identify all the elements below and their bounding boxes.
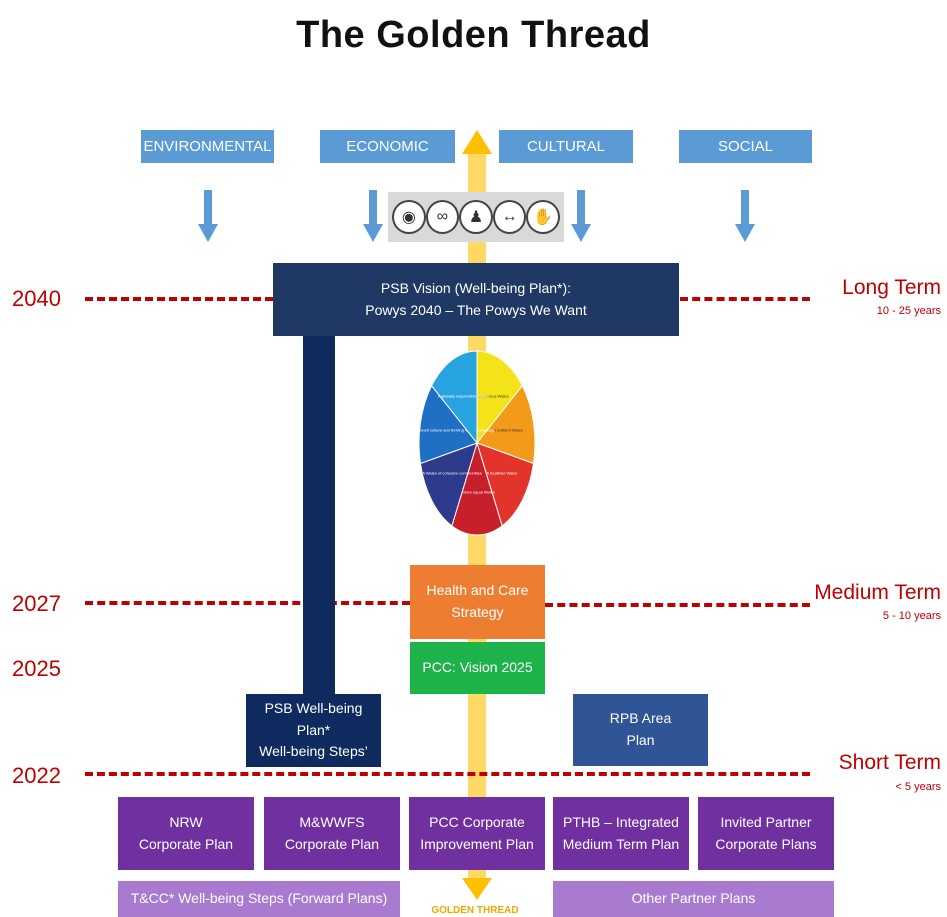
term-range: 5 - 10 years bbox=[882, 610, 941, 622]
year-label: 2025 bbox=[12, 656, 61, 681]
term-label: Long Term bbox=[842, 276, 941, 299]
wheel-segment-label: A healthier Wales bbox=[486, 471, 517, 476]
pcc-vision-2025-box: PCC: Vision 2025 bbox=[410, 642, 545, 694]
arrow-down-icon bbox=[735, 190, 755, 242]
wheel-segment bbox=[476, 350, 523, 445]
term-label: Short Term bbox=[838, 751, 941, 774]
plan-line1: NRW bbox=[169, 813, 203, 830]
plan-line2: Medium Term Plan bbox=[562, 835, 680, 852]
invited-partner-plans-box: Invited Partner Corporate Plans bbox=[698, 797, 834, 870]
timeline-line-2040-right bbox=[680, 297, 810, 301]
timeline-line-2022 bbox=[85, 772, 810, 776]
chain-link-icon: ∞ bbox=[425, 200, 460, 234]
term-range: 10 - 25 years bbox=[876, 305, 941, 317]
other-partner-plans-box: Other Partner Plans bbox=[553, 881, 834, 917]
vision-line1: PSB Vision (Well-being Plan*): bbox=[380, 279, 572, 296]
golden-thread-label: GOLDEN THREAD bbox=[431, 905, 519, 916]
pcc-corporate-plan-box: PCC Corporate Improvement Plan bbox=[409, 797, 545, 870]
wheel-segment bbox=[431, 350, 478, 445]
wheel-segment-label: A Wales of vibrant culture and thriving … bbox=[417, 428, 496, 433]
psb-connector-bar bbox=[303, 336, 335, 694]
term-label: Medium Term bbox=[814, 581, 941, 604]
pillar-environmental: ENVIRONMENTAL bbox=[141, 130, 274, 163]
plan-line1: PTHB – Integrated bbox=[563, 813, 679, 830]
year-label: 2040 bbox=[12, 286, 61, 311]
psb-vision-box: PSB Vision (Well-being Plan*): Powys 204… bbox=[273, 263, 679, 336]
year-label: 2022 bbox=[12, 763, 61, 788]
well-being-goals-wheel: A prosperous Wales A resilient Wales A hea… bbox=[417, 350, 536, 536]
golden-thread-arrow-up bbox=[462, 130, 492, 154]
rpb-line1: RPB Area bbox=[609, 710, 672, 727]
wheel-segment bbox=[418, 384, 478, 465]
handshake-icon: ↔ bbox=[492, 200, 527, 234]
health-care-strategy-box: Health and Care Strategy bbox=[410, 565, 545, 639]
health-care-line2: Strategy bbox=[451, 604, 504, 620]
pillar-social: SOCIAL bbox=[679, 130, 812, 163]
wheel-segment bbox=[451, 441, 503, 536]
vision-line2: Powys 2040 – The Powys We Want bbox=[365, 301, 587, 318]
arrow-down-icon bbox=[363, 190, 383, 242]
wheel-segment-label: A globally responsible Wales bbox=[438, 393, 489, 398]
timeline-line-2027-right bbox=[545, 603, 810, 607]
pillar-economic: ECONOMIC bbox=[320, 130, 455, 163]
rpb-area-plan-box: RPB Area Plan bbox=[573, 694, 708, 766]
golden-thread-arrow-down bbox=[462, 878, 492, 900]
nrw-corporate-plan-box: NRW Corporate Plan bbox=[118, 797, 254, 870]
wheel-segment-label: A more equal Wales bbox=[459, 490, 495, 495]
plan-line1: Invited Partner bbox=[720, 813, 812, 830]
tcc-wellbeing-steps-box: T&CC* Well-being Steps (Forward Plans) bbox=[118, 881, 400, 917]
plan-line2: Corporate Plan bbox=[138, 835, 234, 852]
plan-line1: M&WWFS bbox=[299, 813, 365, 830]
wheel-segment-label: A resilient Wales bbox=[493, 428, 522, 433]
wheel-segment-label: A Wales of cohesive communities bbox=[422, 471, 481, 476]
pillar-cultural: CULTURAL bbox=[499, 130, 633, 163]
timeline-line-2027-left bbox=[85, 601, 410, 605]
people-icon: ♟ bbox=[459, 200, 493, 234]
hand-icon: ✋ bbox=[526, 200, 560, 234]
wheel-segment-label: A prosperous Wales bbox=[473, 393, 509, 398]
plan-line2: Improvement Plan bbox=[420, 835, 534, 852]
year-label: 2027 bbox=[12, 591, 61, 616]
rpb-line2: Plan bbox=[626, 732, 655, 748]
psb-plan-line1: PSB Well-being Plan* bbox=[264, 699, 363, 738]
binoculars-icon: ◉ bbox=[392, 200, 426, 234]
psb-plan-line2: Well-being Steps’ bbox=[259, 743, 368, 760]
plan-line1: PCC Corporate bbox=[429, 813, 525, 830]
wheel-segment bbox=[476, 442, 535, 527]
timeline-line-2040-left bbox=[85, 297, 273, 301]
wheel-segment bbox=[419, 442, 478, 527]
health-care-line1: Health and Care bbox=[426, 582, 529, 599]
term-range: < 5 years bbox=[895, 781, 941, 793]
mwwfs-corporate-plan-box: M&WWFS Corporate Plan bbox=[264, 797, 400, 870]
plan-line2: Corporate Plans bbox=[715, 835, 817, 852]
arrow-down-icon bbox=[198, 190, 218, 242]
plan-line2: Corporate Plan bbox=[284, 835, 380, 852]
diagram-title: The Golden Thread bbox=[296, 14, 651, 56]
ways-of-working-icons: ◉ ∞ ♟ ↔ ✋ bbox=[388, 192, 564, 242]
arrow-down-icon bbox=[571, 190, 591, 242]
pthb-plan-box: PTHB – Integrated Medium Term Plan bbox=[553, 797, 689, 870]
wheel-segment bbox=[476, 384, 536, 465]
psb-wellbeing-plan-box: PSB Well-being Plan* Well-being Steps’ bbox=[246, 694, 381, 767]
